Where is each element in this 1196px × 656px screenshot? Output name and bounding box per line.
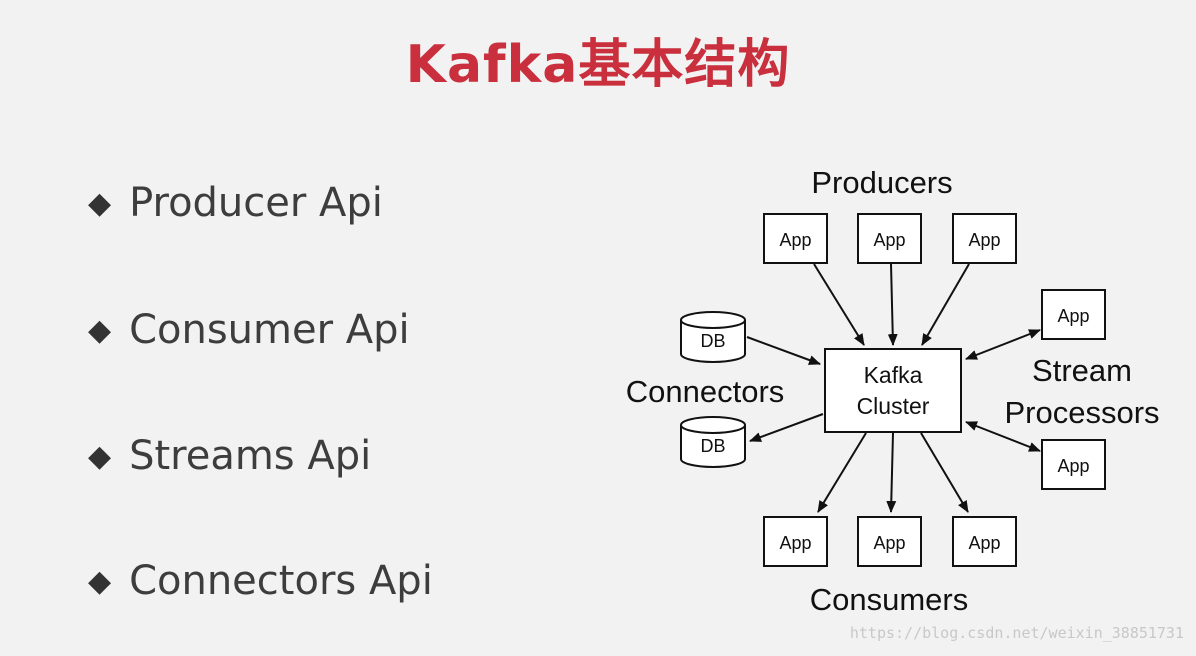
stream-app-2: App — [1041, 439, 1106, 490]
bullet-label: Streams Api — [129, 433, 372, 479]
arrow-consumer-2 — [886, 432, 897, 513]
arrow-stream-1 — [965, 329, 1041, 360]
db-label: DB — [700, 331, 725, 351]
page-title: Kafka基本结构 — [405, 35, 791, 95]
diamond-bullet-icon: ◆ — [88, 185, 112, 221]
bullet-producer-api: ◆ Producer Api — [88, 180, 383, 226]
bullet-label: Consumer Api — [129, 307, 410, 353]
producers-label: Producers — [811, 165, 952, 200]
bullet-label: Connectors Api — [129, 558, 433, 604]
diamond-bullet-icon: ◆ — [88, 563, 112, 599]
app-label: App — [1057, 456, 1089, 476]
arrow-producer-1 — [813, 263, 865, 346]
bullet-streams-api: ◆ Streams Api — [88, 433, 371, 479]
app-label: App — [873, 230, 905, 250]
consumer-app-3: App — [952, 516, 1017, 567]
arrow-db-in — [746, 336, 821, 365]
arrow-consumer-1 — [817, 432, 867, 513]
bullet-connectors-api: ◆ Connectors Api — [88, 558, 433, 604]
db-label: DB — [700, 436, 725, 456]
kafka-cluster-box — [824, 348, 962, 433]
app-label: App — [968, 533, 1000, 553]
consumer-app-2: App — [857, 516, 922, 567]
app-label: App — [779, 230, 811, 250]
cluster-label-line1: Kafka — [864, 362, 923, 388]
app-label: App — [1057, 306, 1089, 326]
stream-label-line2: Processors — [1004, 395, 1159, 430]
app-label: App — [779, 533, 811, 553]
bullet-consumer-api: ◆ Consumer Api — [88, 307, 410, 353]
watermark-url: https://blog.csdn.net/weixin_38851731 — [849, 624, 1184, 642]
app-label: App — [968, 230, 1000, 250]
stream-app-1: App — [1041, 289, 1106, 340]
diamond-bullet-icon: ◆ — [88, 438, 112, 474]
cluster-label-line2: Cluster — [857, 393, 930, 419]
arrow-consumer-3 — [920, 432, 969, 513]
arrow-db-out — [749, 413, 824, 442]
producer-app-3: App — [952, 213, 1017, 264]
app-label: App — [873, 533, 905, 553]
arrow-stream-2 — [965, 421, 1041, 452]
arrow-producer-3 — [921, 263, 970, 346]
db-cylinder-2: DB — [680, 416, 746, 468]
connectors-label: Connectors — [626, 374, 785, 409]
stream-label-line1: Stream — [1032, 353, 1132, 388]
db-cylinder-1: DB — [680, 311, 746, 363]
arrow-producer-2 — [887, 263, 898, 346]
producer-app-2: App — [857, 213, 922, 264]
producer-app-1: App — [763, 213, 828, 264]
diamond-bullet-icon: ◆ — [88, 312, 112, 348]
consumer-app-1: App — [763, 516, 828, 567]
consumers-label: Consumers — [810, 582, 969, 617]
bullet-label: Producer Api — [129, 180, 383, 226]
